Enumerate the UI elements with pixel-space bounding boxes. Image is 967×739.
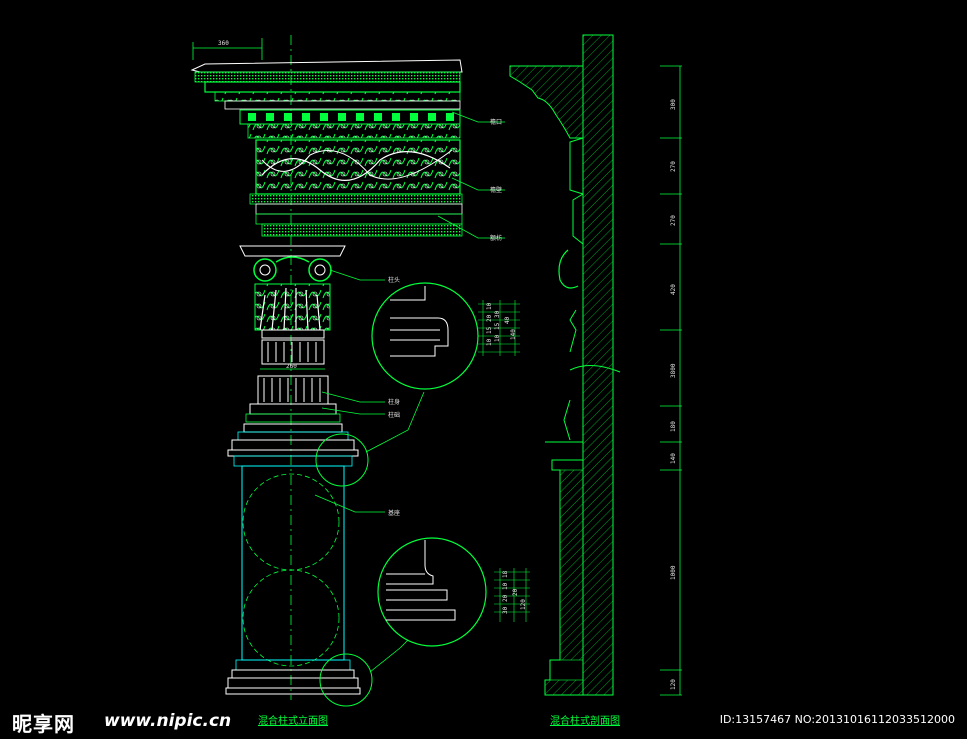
section-dim: 120 bbox=[670, 679, 677, 690]
section-dim: 3800 bbox=[670, 363, 677, 378]
watermark-id: ID:13157467 NO:20131016112033512000 bbox=[719, 713, 955, 726]
callout-architrave: 额枋 bbox=[490, 235, 503, 242]
section-dim: 420 bbox=[670, 284, 677, 295]
detail1-dim: 10 bbox=[494, 334, 501, 342]
elevation-title: 混合柱式立面图 bbox=[258, 716, 328, 727]
detail2-dim: 20 bbox=[502, 594, 509, 602]
callout-pedestal: 基座 bbox=[388, 510, 401, 517]
detail1-dim: 10 bbox=[486, 302, 493, 310]
callout-cornice: 檐口 bbox=[490, 119, 503, 126]
callout-base: 柱础 bbox=[388, 412, 401, 419]
detail1-dim: 15 bbox=[486, 326, 493, 334]
section-dim: 270 bbox=[670, 161, 677, 172]
detail1-dim: 140 bbox=[510, 329, 517, 340]
section-dim: 300 bbox=[670, 99, 677, 110]
section-dim: 140 bbox=[670, 453, 677, 464]
detail2-dim: 10 bbox=[502, 582, 509, 590]
callout-shaft: 柱身 bbox=[388, 399, 401, 406]
detail1-dim: 20 bbox=[486, 314, 493, 322]
detail1-dim: 30 bbox=[494, 310, 501, 318]
capital bbox=[239, 245, 346, 365]
section-title: 混合柱式剖面图 bbox=[550, 716, 620, 727]
section-view bbox=[509, 34, 682, 696]
detail2-dim: 120 bbox=[520, 599, 527, 610]
section-dim: 180 bbox=[670, 421, 677, 432]
callout-frieze: 檐壁 bbox=[490, 187, 503, 194]
watermark-logo: 昵享网 bbox=[12, 712, 75, 736]
detail2-dim: 18 bbox=[502, 570, 509, 578]
shaft bbox=[245, 368, 341, 423]
detail1-dim: 10 bbox=[486, 338, 493, 346]
callout-capital: 柱头 bbox=[388, 277, 401, 284]
section-dim: 270 bbox=[670, 215, 677, 226]
watermark-url: www.nipic.cn bbox=[104, 711, 232, 731]
shaft-width-dim: 260 bbox=[286, 363, 297, 370]
top-width-dim: 360 bbox=[218, 40, 229, 47]
elevation-view bbox=[190, 35, 505, 707]
detail1-dim: 40 bbox=[504, 316, 511, 324]
detail2-dim: 20 bbox=[512, 588, 519, 596]
detail1-dim: 15 bbox=[494, 322, 501, 330]
dentils bbox=[239, 109, 461, 125]
detail-bubble-2 bbox=[377, 537, 530, 647]
section-dim: 1000 bbox=[670, 565, 677, 580]
detail2-dim: 30 bbox=[502, 606, 509, 614]
detail-bubble-1 bbox=[371, 282, 520, 390]
